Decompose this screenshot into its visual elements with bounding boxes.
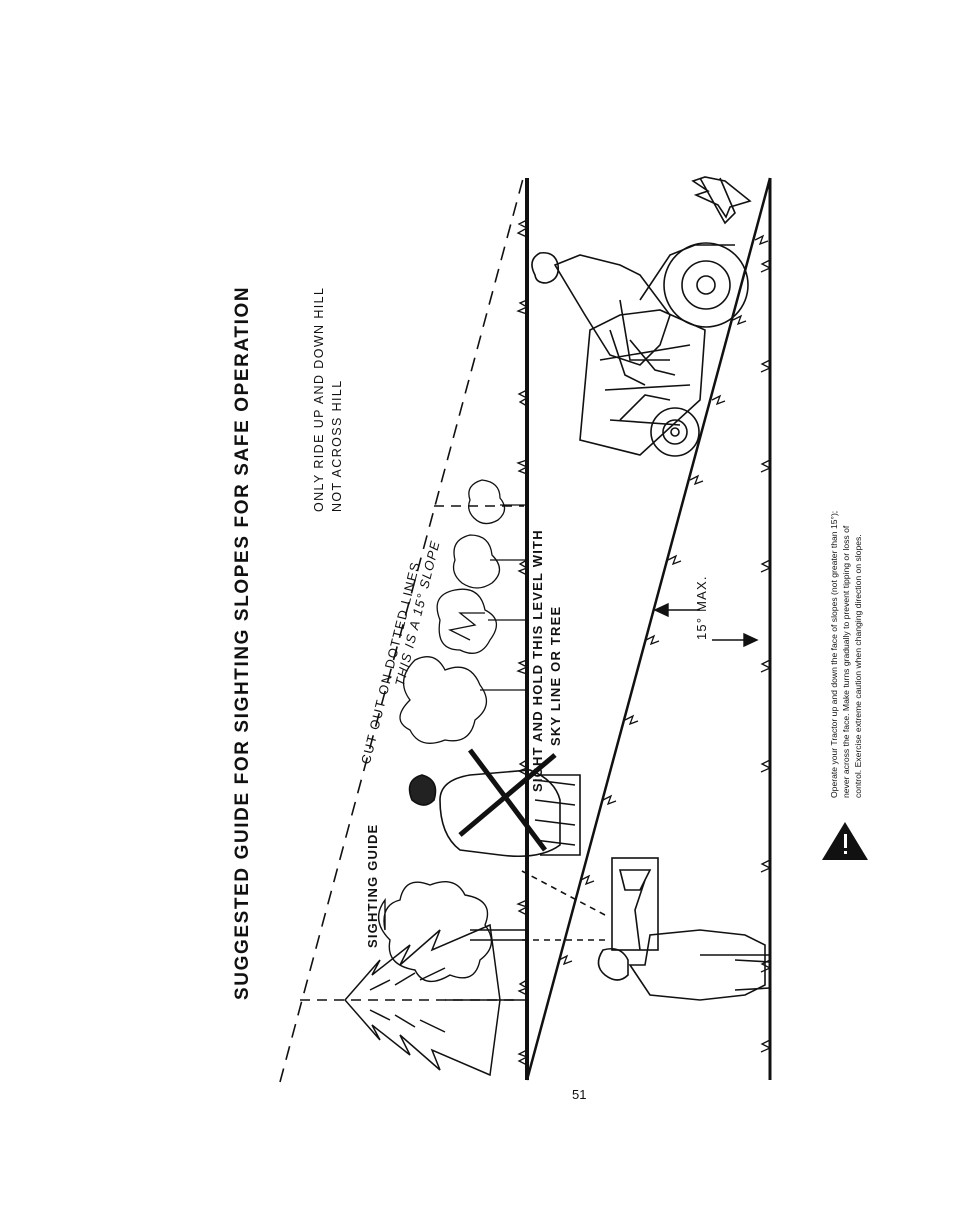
- page-title: SUGGESTED GUIDE FOR SIGHTING SLOPES FOR …: [232, 285, 253, 1000]
- grass-level: [516, 219, 529, 1066]
- grass-bottom: [760, 259, 772, 1053]
- slope-line: [525, 177, 772, 1081]
- tree-cluster: [399, 479, 527, 744]
- page-number: 51: [572, 1087, 587, 1102]
- sight-instruction-line1: SIGHT AND HOLD THIS LEVEL WITH: [530, 529, 545, 792]
- max-arrows: [653, 602, 759, 648]
- ride-instruction-line1: ONLY RIDE UP AND DOWN HILL: [312, 286, 326, 512]
- round-tree: [377, 881, 527, 983]
- person-sighting: [519, 857, 771, 1001]
- pine-tree: [344, 923, 527, 1077]
- grass-slope: [558, 234, 769, 966]
- max-angle-label: 15° MAX.: [694, 575, 709, 640]
- crossed-person: [408, 748, 581, 858]
- sighting-guide-label: SIGHTING GUIDE: [365, 823, 380, 948]
- warning-text: Operate your Tractor up and down the fac…: [829, 510, 863, 798]
- ride-instruction-line2: NOT ACROSS HILL: [330, 379, 344, 512]
- cut-line: [279, 174, 525, 1083]
- downhill-arrow: [691, 176, 752, 225]
- warning-note: Operate your Tractor up and down the fac…: [828, 508, 864, 798]
- warning-triangle-icon: [822, 822, 868, 860]
- tractor: [579, 242, 749, 457]
- sight-instruction-line2: SKY LINE OR TREE: [548, 605, 563, 746]
- tractor-rider: [531, 251, 676, 386]
